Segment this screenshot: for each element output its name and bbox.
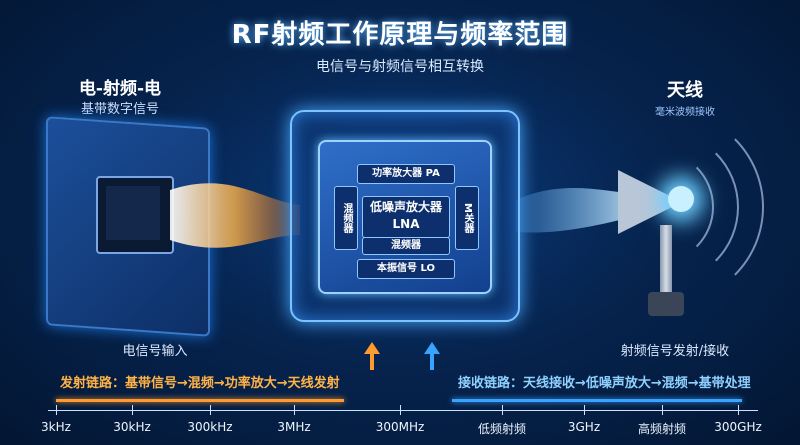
axis-tick bbox=[738, 405, 739, 415]
tx-arrow-head bbox=[364, 342, 380, 354]
left-subheading: 基带数字信号 bbox=[80, 102, 159, 117]
axis-label: 3GHz bbox=[567, 420, 601, 434]
rx-range-bar bbox=[452, 399, 742, 402]
axis-tick bbox=[294, 405, 295, 415]
frequency-axis bbox=[48, 410, 758, 411]
rx-arrow-head bbox=[424, 342, 440, 354]
wave-arc-3 bbox=[570, 110, 764, 304]
lo-block: 本振信号 LO bbox=[357, 259, 455, 279]
mixer-block: 混频器 bbox=[362, 237, 450, 255]
lna-block: 低噪声放大器 LNA bbox=[362, 196, 450, 238]
axis-tick bbox=[400, 405, 401, 415]
axis-tick bbox=[502, 405, 503, 415]
switch-right-block: M关器 bbox=[455, 186, 479, 250]
lna-abbrev: LNA bbox=[392, 217, 420, 231]
axis-label: 3MHz bbox=[277, 420, 311, 434]
axis-tick bbox=[210, 405, 211, 415]
axis-label: 低频射频 bbox=[477, 422, 526, 436]
diagram-title: RF射频工作原理与频率范围 bbox=[231, 20, 569, 50]
antenna-mast bbox=[660, 225, 672, 295]
axis-label: 3kHz bbox=[41, 420, 71, 434]
axis-tick bbox=[584, 405, 585, 415]
axis-label: 300MHz bbox=[375, 420, 425, 434]
axis-tick bbox=[132, 405, 133, 415]
rx-chain-label: 接收链路：天线接收→低噪声放大→混频→基带处理 bbox=[458, 376, 751, 391]
tx-chain-label: 发射链路：基带信号→混频→功率放大→天线发射 bbox=[60, 376, 340, 391]
input-label: 电信号输入 bbox=[122, 344, 188, 359]
tx-beam bbox=[170, 183, 300, 248]
axis-tick bbox=[662, 405, 663, 415]
antenna-base bbox=[648, 292, 684, 316]
axis-label: 300GHz bbox=[714, 420, 762, 434]
mixer-left-block: 混频器 bbox=[334, 186, 358, 250]
axis-label: 300kHz bbox=[187, 420, 233, 434]
antenna-glow bbox=[668, 186, 694, 212]
axis-label: 高频射频 bbox=[637, 422, 686, 436]
baseband-chip-die bbox=[106, 186, 160, 240]
lna-label: 低噪声放大器 bbox=[369, 200, 442, 214]
antenna-heading: 天线 bbox=[667, 80, 703, 101]
pa-block: 功率放大器 PA bbox=[357, 164, 455, 184]
diagram-subtitle: 电信号与射频信号相互转换 bbox=[316, 59, 484, 75]
axis-tick bbox=[56, 405, 57, 415]
axis-label: 30kHz bbox=[113, 420, 151, 434]
tx-range-bar bbox=[56, 399, 344, 402]
left-heading: 电-射频-电 bbox=[78, 79, 162, 99]
output-label: 射频信号发射/接收 bbox=[620, 344, 730, 359]
